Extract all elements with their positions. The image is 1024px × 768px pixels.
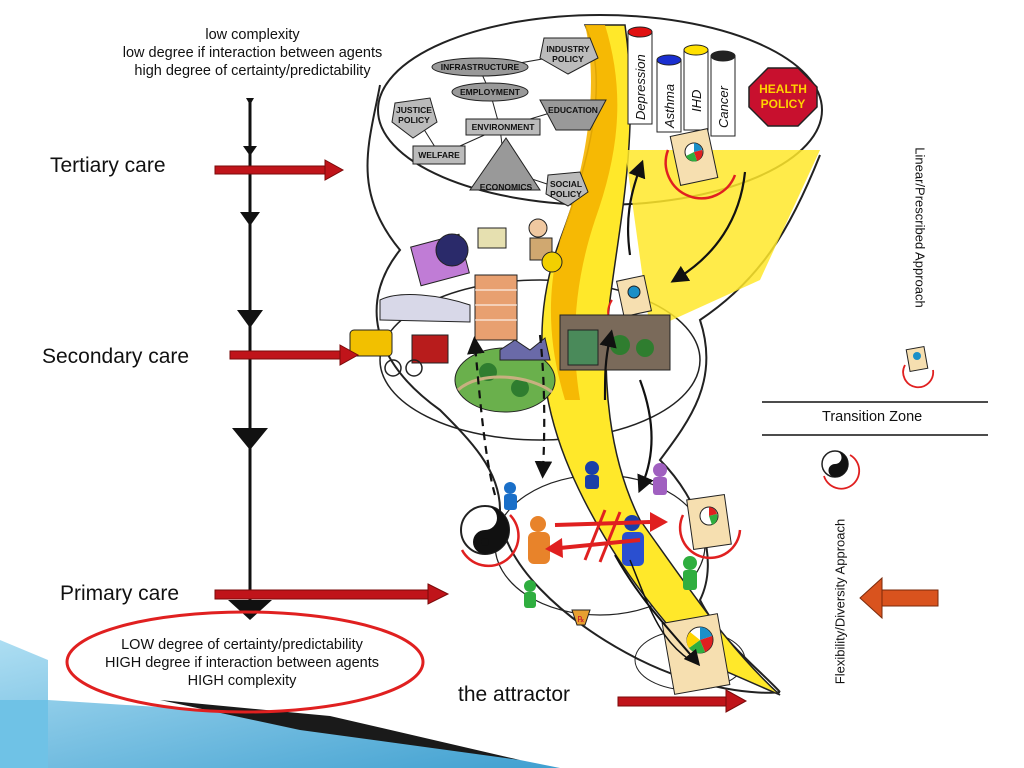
bottom-caption: LOW degree of certainty/predictability H… bbox=[72, 636, 412, 690]
node-industry-line1: INDUSTRY bbox=[546, 44, 589, 54]
cylinder-ihd: IHD bbox=[689, 90, 704, 112]
budget-doc-top bbox=[664, 128, 737, 200]
node-industry-line2: POLICY bbox=[552, 54, 584, 64]
slide-corner-decoration bbox=[0, 640, 560, 768]
top-caption-line1: low complexity bbox=[205, 27, 300, 43]
primary-care-label: Primary care bbox=[60, 582, 180, 605]
cylinder-cancer: Cancer bbox=[716, 85, 731, 128]
node-justice-line1: JUSTICE bbox=[396, 105, 432, 115]
budget-doc-right bbox=[678, 494, 742, 560]
cylinder-asthma: Asthma bbox=[662, 84, 677, 129]
flow-arrows bbox=[467, 159, 747, 667]
interaction-arrows bbox=[545, 509, 668, 563]
primary-care-agents: ℞ bbox=[460, 450, 861, 626]
budget-icon-legend bbox=[902, 346, 935, 389]
cylinder-depression: Depression bbox=[633, 54, 648, 120]
health-policy-line1: HEALTH bbox=[759, 82, 807, 96]
health-policy-octagon: HEALTH POLICY bbox=[748, 67, 818, 127]
bottom-caption-line3: HIGH complexity bbox=[187, 673, 297, 689]
top-caption-line2: low degree if interaction between agents bbox=[122, 45, 383, 61]
transition-zone-label: Transition Zone bbox=[822, 409, 923, 425]
flexibility-arrow bbox=[859, 576, 939, 620]
node-environment: ENVIRONMENT bbox=[472, 122, 536, 132]
node-infrastructure: INFRASTRUCTURE bbox=[441, 62, 520, 72]
health-policy-line2: POLICY bbox=[761, 97, 806, 111]
flexibility-approach-label: Flexibility/Diversity Approach bbox=[832, 518, 848, 685]
primary-care-arrow bbox=[214, 583, 450, 605]
bottom-caption-ellipse bbox=[65, 610, 425, 714]
bottom-caption-line1: LOW degree of certainty/predictability bbox=[121, 637, 363, 653]
top-caption-line3: high degree of certainty/predictability bbox=[134, 63, 371, 79]
node-economics: ECONOMICS bbox=[480, 182, 533, 192]
bottom-caption-line2: HIGH degree if interaction between agent… bbox=[104, 655, 380, 671]
svg-text:℞: ℞ bbox=[577, 615, 584, 624]
disease-cylinders: Depression Asthma IHD Cancer bbox=[627, 26, 736, 137]
node-education: EDUCATION bbox=[548, 105, 598, 115]
linear-zone-fill bbox=[625, 150, 820, 330]
secondary-care-scene bbox=[349, 218, 671, 413]
tertiary-care-label: Tertiary care bbox=[50, 154, 166, 177]
linear-approach-label: Linear/Prescribed Approach bbox=[912, 147, 928, 308]
node-justice-line2: POLICY bbox=[398, 115, 430, 125]
tertiary-care-arrow bbox=[214, 159, 345, 181]
node-welfare: WELFARE bbox=[418, 150, 460, 160]
node-employment: EMPLOYMENT bbox=[460, 87, 521, 97]
node-social-line2: POLICY bbox=[550, 189, 582, 199]
node-social-line1: SOCIAL bbox=[550, 179, 582, 189]
secondary-care-label: Secondary care bbox=[42, 345, 190, 368]
attractor-arrow bbox=[617, 689, 748, 713]
budget-doc-bottom bbox=[661, 613, 731, 695]
top-caption: low complexity low degree if interaction… bbox=[95, 26, 410, 80]
policy-network: INFRASTRUCTURE EMPLOYMENT INDUSTRY POLIC… bbox=[391, 37, 607, 207]
attractor-ribbon bbox=[541, 24, 781, 696]
secondary-care-arrow bbox=[229, 344, 360, 366]
attractor-label: the attractor bbox=[458, 683, 571, 706]
